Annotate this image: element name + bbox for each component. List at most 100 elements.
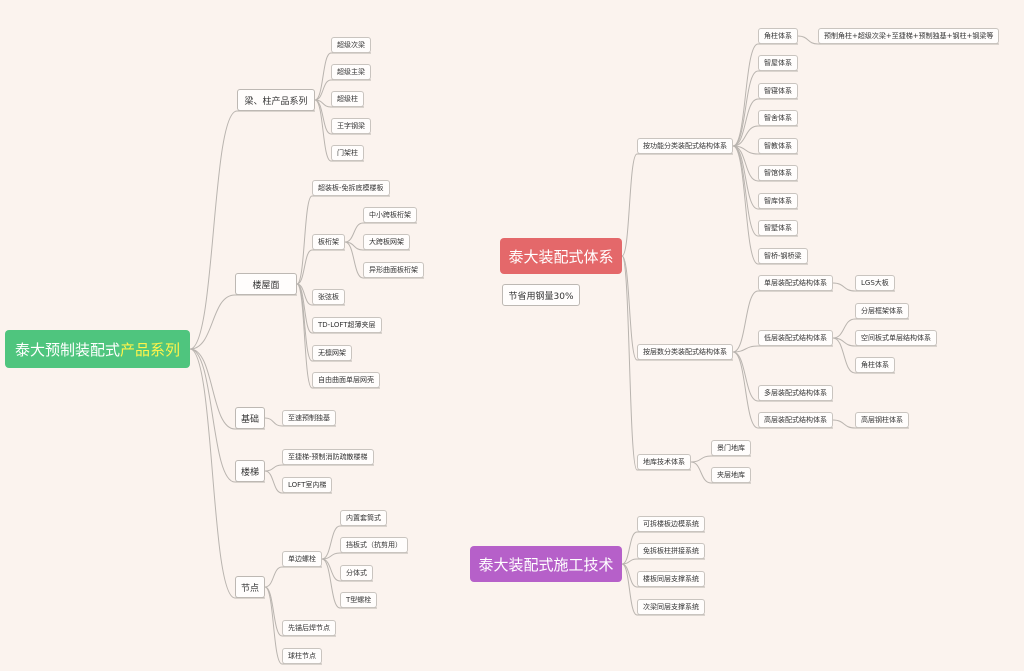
node-roof-truss[interactable]: 板桁架 <box>312 234 345 250</box>
node-joint-item-2[interactable]: 球柱节点 <box>282 648 322 664</box>
connector-line <box>732 145 808 265</box>
node-bolt-item-3[interactable]: 分体式 <box>340 565 373 581</box>
connector-line <box>189 294 297 350</box>
node-roof[interactable]: 楼屋面 <box>235 273 297 295</box>
node-construction-item-4[interactable]: 次梁同层支撑系统 <box>637 599 705 615</box>
connector-line <box>732 351 833 402</box>
node-foundation-item-1[interactable]: 至速预制独基 <box>282 410 336 426</box>
node-stairs[interactable]: 楼梯 <box>235 460 265 482</box>
node-foundation[interactable]: 基础 <box>235 407 265 429</box>
connector-line <box>732 351 833 429</box>
connector-line <box>621 531 705 565</box>
node-beam-item-2[interactable]: 超级主梁 <box>331 64 371 80</box>
connector-line <box>189 348 265 483</box>
node-bolt-item-2[interactable]: 挡板式（抗剪用） <box>340 537 408 553</box>
root-system[interactable]: 泰大装配式体系 <box>500 238 622 274</box>
node-by-height[interactable]: 按层数分类装配式结构体系 <box>637 344 733 360</box>
node-truss-item-1[interactable]: 中小跨板桁架 <box>363 207 417 223</box>
node-garage-item-1[interactable]: 景门地库 <box>711 440 751 456</box>
connector-line <box>732 43 798 147</box>
node-high-rise[interactable]: 高层装配式结构体系 <box>758 412 833 428</box>
node-beams-columns[interactable]: 梁、柱产品系列 <box>237 89 315 111</box>
root-product-series-text-a: 泰大预制装配式 <box>14 340 120 359</box>
connector-line <box>314 99 364 162</box>
node-by-function[interactable]: 按功能分类装配式结构体系 <box>637 138 733 154</box>
connector-line <box>264 586 322 665</box>
node-function-item-4[interactable]: 智教体系 <box>758 138 798 154</box>
connector-line <box>189 348 265 599</box>
connector-line <box>832 318 909 339</box>
node-joint-item-1[interactable]: 先锚后焊节点 <box>282 620 336 636</box>
node-single-bolt[interactable]: 单边螺栓 <box>282 551 322 567</box>
connector-line <box>732 145 798 155</box>
connector-line <box>832 419 909 429</box>
node-single-storey[interactable]: 单层装配式结构体系 <box>758 275 833 291</box>
node-function-item-3[interactable]: 智舍体系 <box>758 110 798 126</box>
node-lgs-panel[interactable]: LGS大板 <box>855 275 895 291</box>
root-product-series[interactable]: 泰大预制装配式产品系列 <box>5 330 190 368</box>
connector-line <box>189 348 265 430</box>
node-bolt-item-4[interactable]: T型螺栓 <box>340 592 378 608</box>
connector-line <box>621 558 705 565</box>
connector-line <box>296 249 345 285</box>
node-garage[interactable]: 地库技术体系 <box>637 454 691 470</box>
node-joints[interactable]: 节点 <box>235 576 265 598</box>
connector-line <box>621 153 733 257</box>
node-low-item-2[interactable]: 空间板式单层结构体系 <box>855 330 937 346</box>
node-low-rise[interactable]: 低层装配式结构体系 <box>758 330 833 346</box>
node-function-item-2[interactable]: 智寝体系 <box>758 83 798 99</box>
connector-line <box>732 290 833 353</box>
connector-line <box>264 470 332 494</box>
node-roof-item-4[interactable]: 自由曲面单层网壳 <box>312 372 380 388</box>
node-multi-storey[interactable]: 多层装配式结构体系 <box>758 385 833 401</box>
node-low-item-3[interactable]: 角柱体系 <box>855 357 895 373</box>
node-corner-detail[interactable]: 预制角柱+超级次梁+至捷梯+预制独基+钢柱+钢梁等 <box>818 28 1000 44</box>
connector-line <box>797 35 999 45</box>
node-stairs-item-2[interactable]: LOFT室内梯 <box>282 477 333 493</box>
node-truss-item-2[interactable]: 大跨板网架 <box>363 234 410 250</box>
connector-line <box>264 566 322 588</box>
node-low-item-1[interactable]: 分层框架体系 <box>855 303 909 319</box>
connector-line <box>321 558 377 609</box>
connector-line <box>321 525 387 560</box>
connector-line <box>264 417 336 427</box>
node-function-item-7[interactable]: 智墅体系 <box>758 220 798 236</box>
connector-line <box>732 70 798 147</box>
connector-line <box>621 563 705 616</box>
node-function-item-6[interactable]: 智库体系 <box>758 193 798 209</box>
node-bolt-item-1[interactable]: 内置套筒式 <box>340 510 387 526</box>
node-beam-item-4[interactable]: 王字钢梁 <box>331 118 371 134</box>
connector-line <box>621 255 691 471</box>
connector-line <box>344 241 410 251</box>
node-beam-item-1[interactable]: 超级次梁 <box>331 37 371 53</box>
connector-line <box>832 337 937 347</box>
node-beam-item-5[interactable]: 门架柱 <box>331 145 364 161</box>
connector-line <box>732 98 798 147</box>
node-stairs-item-1[interactable]: 至捷梯-预制消防疏散楼梯 <box>282 449 374 465</box>
node-beam-item-3[interactable]: 超级柱 <box>331 91 364 107</box>
connector-line <box>314 52 371 101</box>
node-garage-item-2[interactable]: 夹层地库 <box>711 467 751 483</box>
node-steel-saving[interactable]: 节省用钢量30% <box>502 284 580 306</box>
node-function-item-5[interactable]: 智馆体系 <box>758 165 798 181</box>
connector-line <box>314 99 364 108</box>
connector-line <box>296 195 390 285</box>
node-function-item-1[interactable]: 智屋体系 <box>758 55 798 71</box>
node-construction-item-1[interactable]: 可拆楼板边模系统 <box>637 516 705 532</box>
node-function-item-8[interactable]: 智桥-钢桥梁 <box>758 248 808 264</box>
node-roof-item-3[interactable]: 无檩网架 <box>312 345 352 361</box>
root-construction[interactable]: 泰大装配式施工技术 <box>470 546 622 582</box>
node-roof-item-2[interactable]: TD-LOFT超薄夹层 <box>312 317 382 333</box>
connector-line <box>732 345 833 353</box>
node-construction-item-3[interactable]: 楼板同层支撑系统 <box>637 571 705 587</box>
node-high-rise-item[interactable]: 高层钢柱体系 <box>855 412 909 428</box>
node-roof-deck[interactable]: 超装板-免拆底模楼板 <box>312 180 390 196</box>
node-corner-column[interactable]: 角柱体系 <box>758 28 798 44</box>
connector-line <box>344 241 424 279</box>
connector-line <box>690 455 751 463</box>
node-truss-item-3[interactable]: 异形曲面板桁架 <box>363 262 424 278</box>
node-construction-item-2[interactable]: 免拆板柱拼接系统 <box>637 543 705 559</box>
node-roof-item-1[interactable]: 张弦板 <box>312 289 345 305</box>
connector-line <box>264 586 336 637</box>
